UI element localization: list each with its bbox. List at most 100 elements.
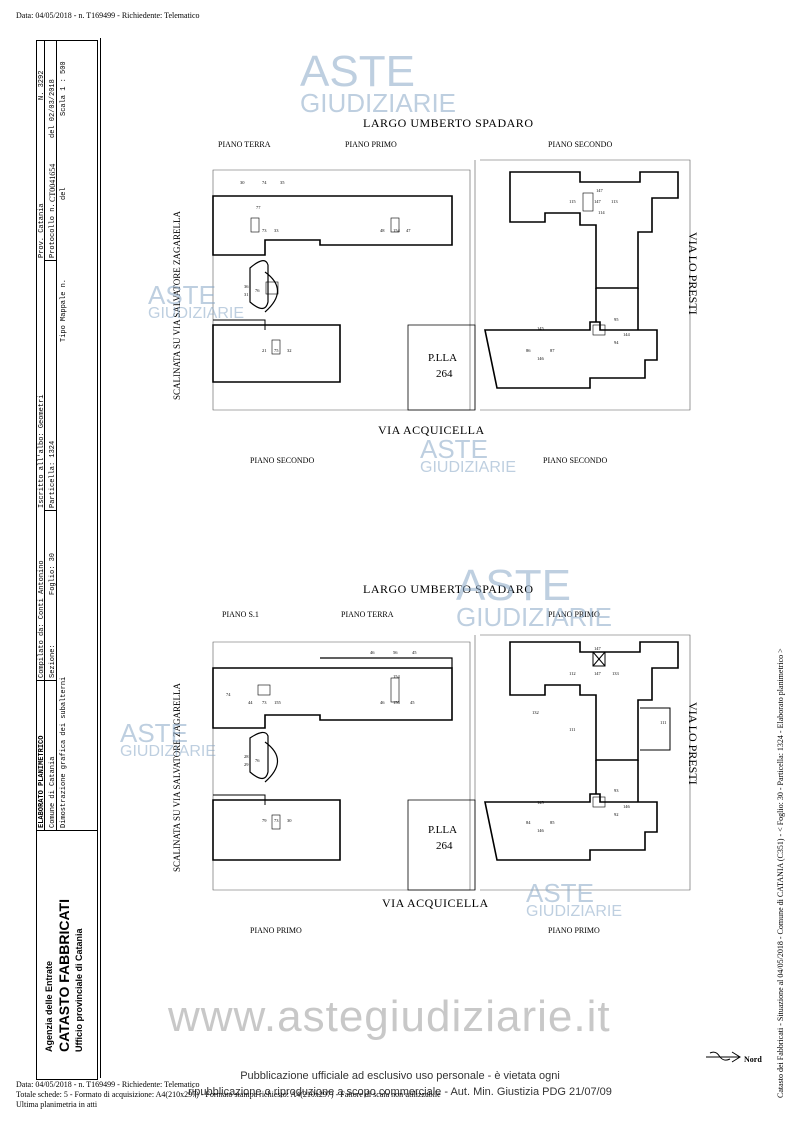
sub-number: 113 (611, 199, 618, 204)
label-piano-terra-top: PIANO TERRA (218, 140, 271, 149)
plan-bottom: LARGO UMBERTO SPADARO PIANO S.1 PIANO TE… (0, 560, 800, 950)
sub-number: 75 (274, 348, 279, 353)
label-piano-primo-br: PIANO PRIMO (548, 926, 600, 935)
sub-number: 30 (240, 180, 245, 185)
sub-number: 33 (274, 228, 279, 233)
sub-number: 21 (262, 348, 267, 353)
plan-bottom-drawing (212, 634, 691, 891)
sub-number: 29 (244, 762, 249, 767)
publication-line-2: ripubblicazione o riproduzione a scopo c… (188, 1086, 612, 1098)
sub-number: 154 (393, 228, 400, 233)
agenzia-label: Agenzia delle Entrate (44, 960, 54, 1052)
sub-number: 28 (244, 754, 249, 759)
plla-label-top: P.LLA (428, 352, 458, 364)
sub-number: 93 (614, 788, 619, 793)
sub-number: 47 (406, 228, 411, 233)
sub-number: 86 (526, 348, 531, 353)
watermark-aste-1: ASTE GIUDIZIARIE (300, 47, 457, 118)
label-piano-primo-top: PIANO PRIMO (345, 140, 397, 149)
watermark-aste-5: ASTE GIUDIZIARIE (120, 718, 217, 761)
label-piano-terra-bottom: PIANO TERRA (341, 610, 394, 619)
street-largo-bottom: LARGO UMBERTO SPADARO (363, 582, 534, 596)
north-arrow-icon (706, 1051, 741, 1063)
sub-number: 56 (393, 650, 398, 655)
sub-number: 133 (612, 671, 619, 676)
plla-label-bottom: P.LLA (428, 824, 458, 836)
sub-number: 145 (537, 800, 544, 805)
sub-number: 79 (262, 818, 267, 823)
sub-number: 73 (274, 818, 279, 823)
sub-number: 147 (594, 671, 601, 676)
sub-number: 45 (410, 700, 415, 705)
sub-number: 92 (614, 812, 619, 817)
plan-top: LARGO UMBERTO SPADARO PIANO TERRA PIANO … (0, 0, 800, 560)
sub-number: 76 (255, 288, 260, 293)
plla-number-bottom: 264 (436, 840, 453, 852)
sub-number: 94 (614, 340, 619, 345)
sub-number: 114 (598, 210, 605, 215)
footer-line-3: Ultima planimetria in atti (16, 1100, 98, 1109)
footer-line-1: Data: 04/05/2018 - n. T169499 - Richiede… (16, 1080, 200, 1089)
plan-top-drawing (212, 159, 691, 411)
publication-line-1: Pubblicazione ufficiale ad esclusivo uso… (240, 1070, 560, 1082)
plla-number-top: 264 (436, 368, 453, 380)
sub-number: 111 (660, 720, 667, 725)
title-block: ELABORATO PLANIMETRICO Compilato da: Con… (36, 40, 98, 1080)
drawing-frame (100, 38, 756, 1078)
sub-number: 147 (596, 188, 603, 193)
watermark-aste-6: ASTE GIUDIZIARIE (526, 878, 623, 921)
sub-number: 147 (594, 199, 601, 204)
watermark-aste-2: ASTE GIUDIZIARIE (148, 280, 245, 323)
sub-number: 154 (393, 674, 400, 679)
sub-number: 132 (532, 710, 539, 715)
site-url-watermark: www.astegiudiziarie.it (168, 992, 611, 1041)
street-via-acquicella-bottom: VIA ACQUICELLA (382, 896, 489, 910)
sub-number: 77 (256, 205, 261, 210)
sub-number: 95 (614, 317, 619, 322)
sub-number: 85 (550, 820, 555, 825)
sub-number: 73 (262, 700, 267, 705)
street-scalinata-bottom: SCALINATA SU VIA SALVATORE ZAGARELLA (172, 683, 182, 872)
sub-number: 46 (380, 700, 385, 705)
sub-number: 73 (262, 228, 267, 233)
street-largo-top: LARGO UMBERTO SPADARO (363, 116, 534, 130)
sub-number: 146 (537, 828, 544, 833)
sub-number: 144 (623, 332, 630, 337)
street-via-lo-presti-bottom: VIA LO PRESTI (686, 702, 700, 785)
nord-label: Nord (744, 1055, 762, 1064)
sub-number: 146 (623, 804, 630, 809)
sub-number: 45 (412, 650, 417, 655)
label-piano-secondo-br: PIANO SECONDO (543, 456, 608, 465)
sub-number: 74 (262, 180, 267, 185)
sub-number: 35 (280, 180, 285, 185)
sub-number: 146 (537, 356, 544, 361)
sub-number: 32 (287, 348, 292, 353)
label-piano-s1: PIANO S.1 (222, 610, 259, 619)
watermark-aste-4: ASTE GIUDIZIARIE (456, 561, 613, 632)
sub-number: 115 (569, 199, 576, 204)
sub-number: 74 (226, 692, 231, 697)
sub-number: 156 (393, 700, 400, 705)
sub-number: 87 (550, 348, 555, 353)
sub-number: 76 (255, 758, 260, 763)
watermark-aste-3: ASTE GIUDIZIARIE (420, 434, 517, 477)
street-via-acquicella-top: VIA ACQUICELLA (378, 423, 485, 437)
sub-number: 48 (380, 228, 385, 233)
publication-notice: Pubblicazione ufficiale ad esclusivo uso… (170, 1070, 630, 1098)
label-piano-secondo-bl: PIANO SECONDO (250, 456, 315, 465)
sub-number: 30 (287, 818, 292, 823)
label-piano-primo-bl: PIANO PRIMO (250, 926, 302, 935)
sub-number: 46 (370, 650, 375, 655)
sub-number: 84 (526, 820, 531, 825)
footer-line-2: Totale schede: 5 - Formato di acquisizio… (16, 1090, 441, 1099)
header-text: Data: 04/05/2018 - n. T169499 - Richiede… (16, 11, 200, 20)
street-via-lo-presti-top: VIA LO PRESTI (686, 232, 700, 315)
sub-number: 112 (569, 671, 576, 676)
sub-number: 155 (274, 700, 281, 705)
label-piano-secondo-top: PIANO SECONDO (548, 140, 613, 149)
sub-number: 44 (248, 700, 253, 705)
sub-number: 31 (244, 292, 249, 297)
sub-number: 145 (537, 326, 544, 331)
sub-number: 36 (244, 284, 249, 289)
sub-number: 147 (594, 646, 601, 651)
